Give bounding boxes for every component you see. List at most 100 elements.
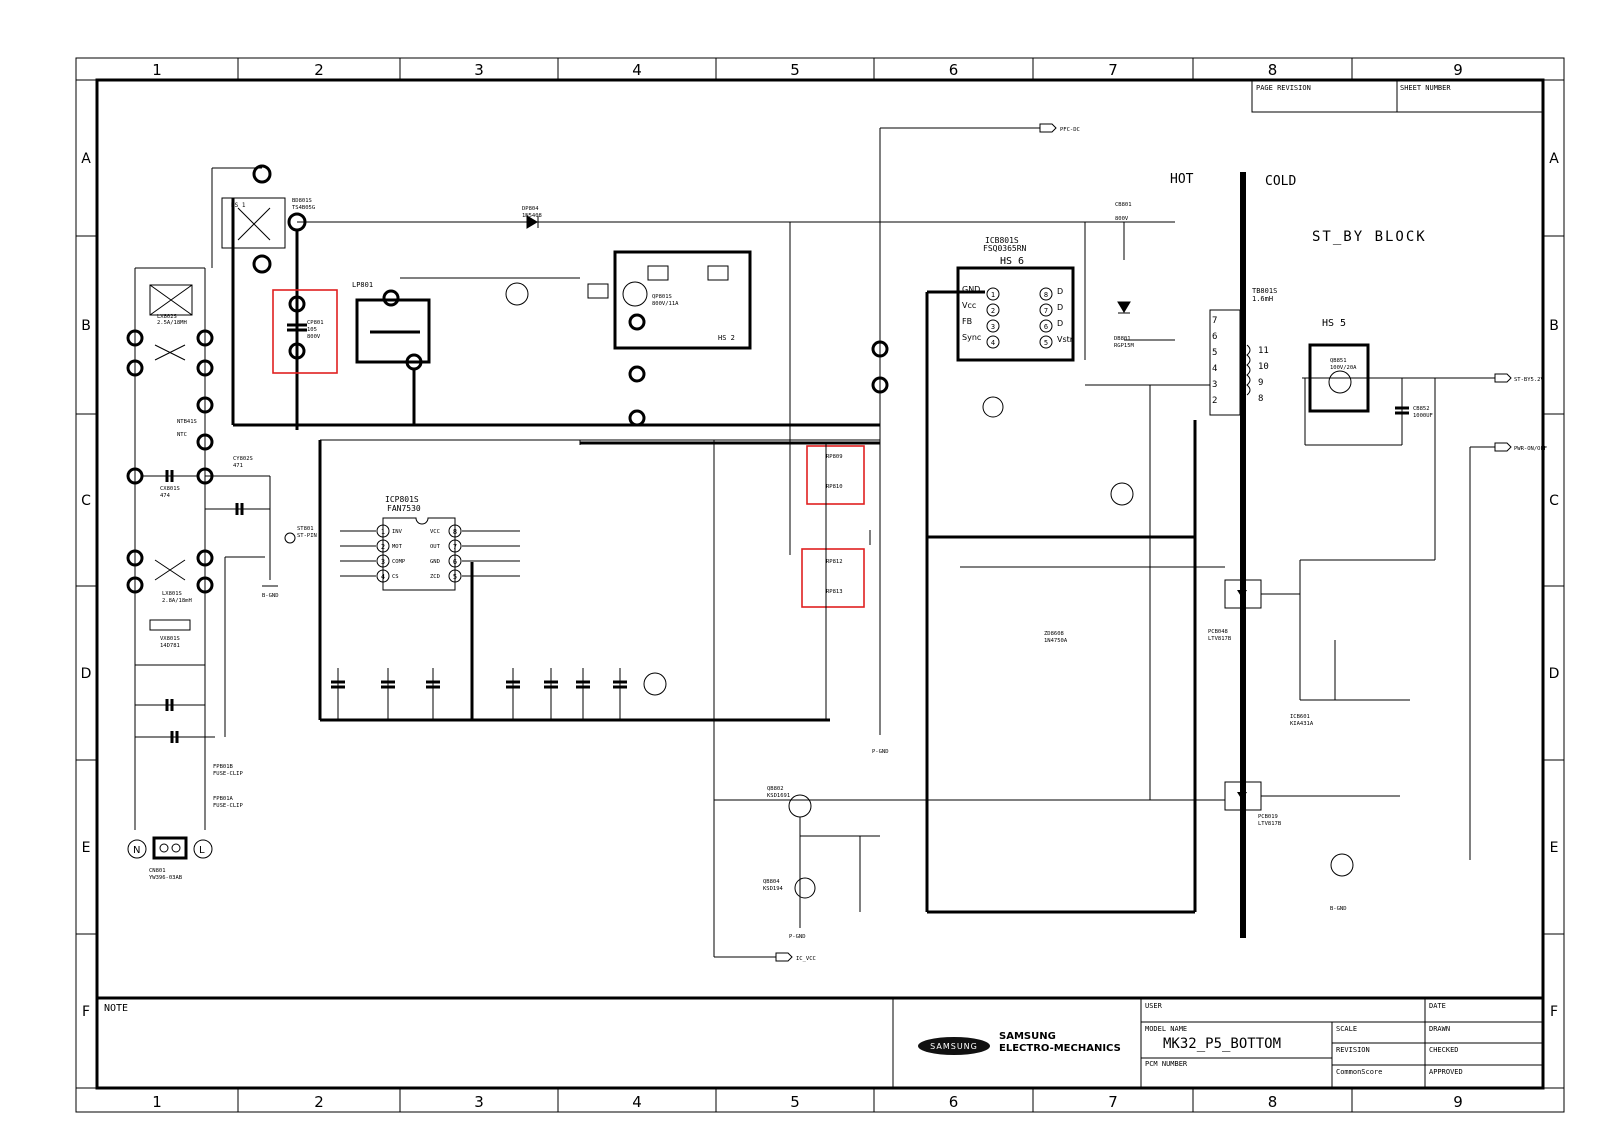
terminal-l (193, 839, 213, 859)
svg-text:14D781: 14D781 (160, 643, 180, 649)
svg-text:L: L (199, 845, 205, 856)
revision-header: PAGE REVISION SHEET NUMBER (1251, 79, 1544, 113)
model-name-label: MODEL NAME (1145, 1025, 1187, 1033)
pfc-pin-label: COMP (392, 559, 406, 565)
sby-pin-6 (1039, 319, 1053, 333)
grid-col-1-bottom: 1 (152, 1093, 162, 1111)
cp801-capacitor: CP801 105 800V (287, 295, 324, 360)
tx-secondary-pin: 8 (1258, 394, 1263, 404)
company-line-2: ELECTRO-MECHANICS (999, 1043, 1121, 1054)
svg-text:800V/11A: 800V/11A (652, 301, 679, 307)
samsung-logo: SAMSUNG (930, 1042, 978, 1051)
svg-text:PCB019: PCB019 (1258, 814, 1278, 820)
svg-text:LX802S: LX802S (157, 314, 177, 320)
svg-text:474: 474 (160, 493, 171, 499)
svg-text:HS 1: HS 1 (231, 202, 246, 209)
sby-pin-num: 8 (1044, 291, 1048, 299)
bridge-rectifier: HS 1 BD801S TS4B05G (211, 164, 880, 430)
svg-text:NTB41S: NTB41S (177, 419, 197, 425)
tx-primary-pin: 2 (1212, 396, 1217, 406)
svg-text:FSQ0365RN: FSQ0365RN (983, 244, 1027, 253)
cold-label: COLD (1265, 174, 1296, 189)
svg-text:QB802: QB802 (767, 786, 784, 792)
highlight-rp812-rp813 (801, 548, 865, 608)
pfc-dc-net: PFC-DC (1060, 127, 1080, 133)
svg-text:CN801: CN801 (149, 868, 166, 874)
sheet-number-label: SHEET NUMBER (1400, 84, 1451, 92)
grid-row-D-right: D (1549, 666, 1560, 682)
svg-text:FUSE-CLIP: FUSE-CLIP (213, 803, 243, 809)
grid-row-F-right: F (1550, 1004, 1558, 1020)
sby-pin-label: D (1057, 287, 1063, 296)
user-label: USER (1145, 1002, 1163, 1010)
pfc-pin-6 (448, 554, 462, 568)
scale-label: SCALE (1336, 1025, 1357, 1033)
svg-text:NTC: NTC (177, 432, 187, 438)
pfc-pin-num: 3 (381, 558, 385, 566)
tx-primary-pin: 3 (1212, 380, 1217, 390)
tx-primary-pin: 6 (1212, 332, 1217, 342)
svg-text:1N5408: 1N5408 (522, 213, 542, 219)
svg-text:2.8A/18mH: 2.8A/18mH (162, 598, 192, 604)
highlight-cp801 (272, 289, 338, 374)
checked-label: CHECKED (1429, 1046, 1459, 1054)
sby-pin-num: 2 (991, 307, 995, 315)
model-name: MK32_P5_BOTTOM (1163, 1036, 1281, 1052)
sby-pin-label: Vstr (1057, 335, 1074, 344)
grid-col-8-bottom: 8 (1268, 1093, 1278, 1111)
b-gnd-2-label: B-GND (1330, 906, 1347, 912)
approved-label: APPROVED (1429, 1068, 1463, 1076)
svg-text:CB852: CB852 (1413, 406, 1430, 412)
grid-col-6: 6 (949, 61, 959, 79)
pcm-number-label: PCM NUMBER (1145, 1060, 1188, 1068)
svg-text:LTV817B: LTV817B (1208, 636, 1232, 642)
svg-text:HS 2: HS 2 (718, 334, 735, 342)
pfc-pin-label: CS (392, 574, 399, 580)
grid-row-E: E (82, 840, 91, 856)
svg-text:RP810: RP810 (826, 484, 843, 490)
revision-label: REVISION (1336, 1046, 1370, 1054)
hot-label: HOT (1170, 172, 1194, 187)
tx-secondary-pin: 11 (1258, 346, 1269, 356)
grid-row-A-right: A (1549, 151, 1559, 167)
pfc-pin-label: OUT (430, 544, 441, 550)
svg-text:TS4B05G: TS4B05G (292, 205, 315, 211)
bottom-capacitor-row (331, 668, 627, 720)
grid-row-B: B (81, 318, 91, 334)
grid-col-5-bottom: 5 (790, 1093, 800, 1111)
grid-row-B-right: B (1549, 318, 1559, 334)
sby-pin-label: D (1057, 303, 1063, 312)
pfc-pin-num: 5 (453, 573, 457, 581)
sby-pin-5 (1039, 335, 1053, 349)
page-revision-label: PAGE REVISION (1256, 84, 1311, 92)
svg-text:LP801: LP801 (352, 281, 373, 289)
outer-frame (75, 57, 1565, 1113)
sby-pin-2 (986, 303, 1000, 317)
pfc-pin-3 (376, 554, 390, 568)
tx-primary-pin: 4 (1212, 364, 1217, 374)
svg-text:1.6mH: 1.6mH (1252, 295, 1273, 303)
grid-col-9: 9 (1453, 61, 1463, 79)
svg-text:DP804: DP804 (522, 206, 539, 212)
sby-pin-8 (1039, 287, 1053, 301)
date-label: DATE (1429, 1002, 1446, 1010)
svg-text:RGP15M: RGP15M (1114, 343, 1135, 349)
company-line-1: SAMSUNG (999, 1031, 1056, 1042)
svg-text:LTV817B: LTV817B (1258, 821, 1282, 827)
svg-text:LX801S: LX801S (162, 591, 182, 597)
commonscore-label: CommonScore (1336, 1068, 1382, 1076)
svg-text:HS 5: HS 5 (1322, 318, 1346, 329)
p-gnd-2-label: P-GND (789, 934, 806, 940)
grid-col-7-bottom: 7 (1108, 1093, 1118, 1111)
pfc-pin-4 (376, 569, 390, 583)
sby-pin-label: GND (962, 285, 980, 294)
ac-input-section: LX802S 2.5A/18MH NTB41S NTC CY802S 471 C… (126, 267, 317, 881)
svg-text:1N4750A: 1N4750A (1044, 638, 1068, 644)
grid-col-4-bottom: 4 (632, 1093, 642, 1111)
pfc-pin-2 (376, 539, 390, 553)
sby-pin-label: FB (962, 317, 972, 326)
svg-text:CX801S: CX801S (160, 486, 180, 492)
grid-col-1: 1 (152, 61, 162, 79)
